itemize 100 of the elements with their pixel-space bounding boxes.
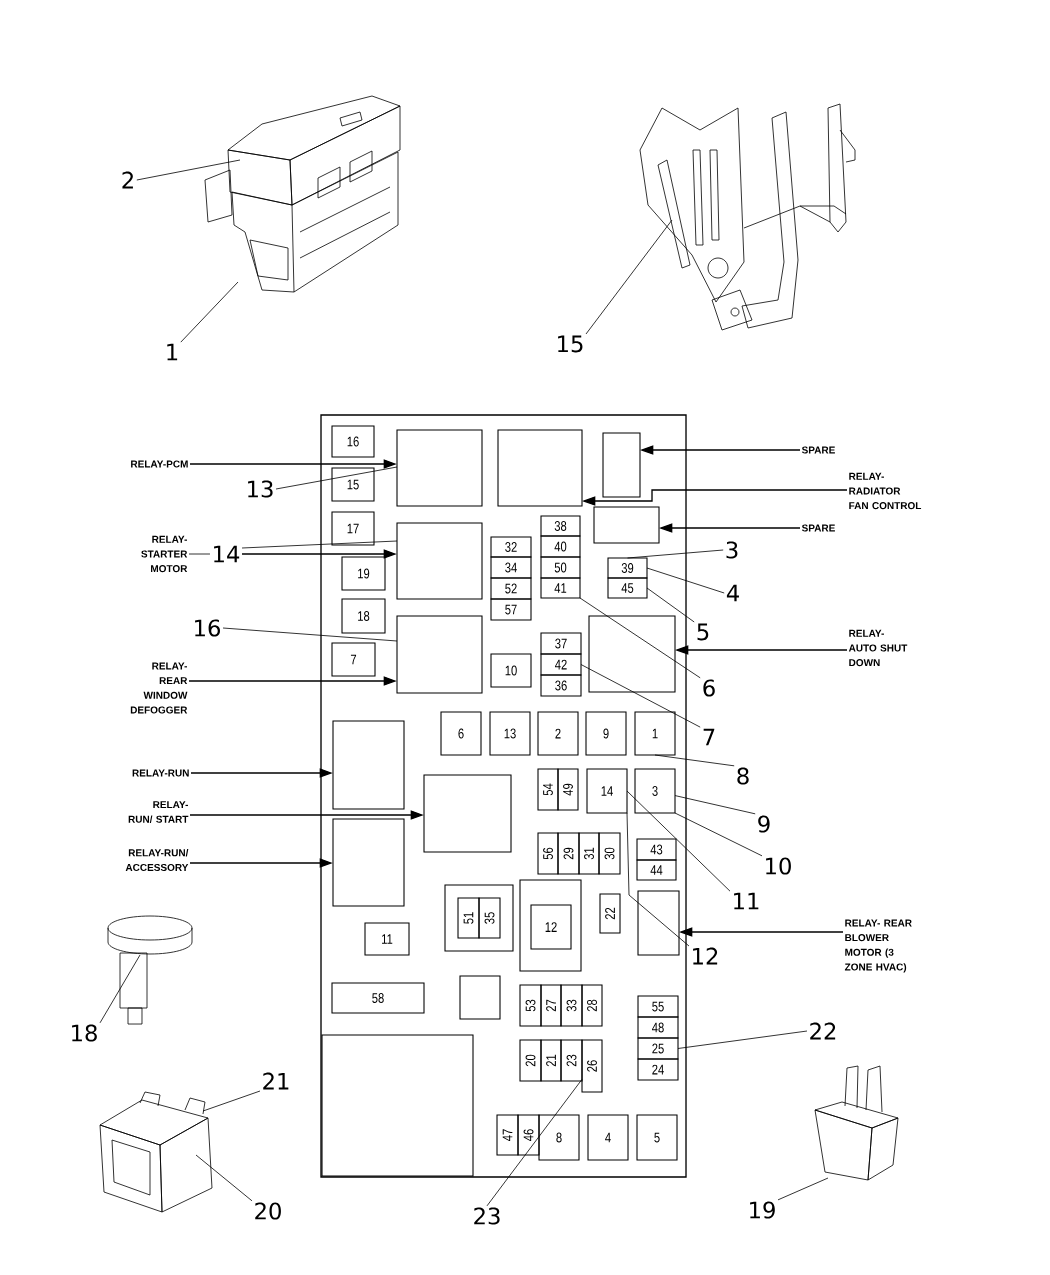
fuse-slot: 49 <box>557 768 579 811</box>
leader-line <box>626 790 731 892</box>
relay-label: SPARE <box>801 524 835 532</box>
callout-number: 19 <box>750 1201 775 1219</box>
relay-slot <box>637 890 680 956</box>
fuse-slot: 18 <box>341 598 386 634</box>
relay-label: RELAY-PCM <box>131 460 188 468</box>
fuse-slot: 22 <box>599 893 621 934</box>
fuse-slot: 35 <box>478 897 501 939</box>
leader-line <box>486 1078 583 1207</box>
bracket-drawing <box>639 103 856 331</box>
push-pin-drawing <box>107 915 193 1025</box>
fuse-slot: 50 <box>540 556 581 579</box>
callout-number: 6 <box>703 679 715 697</box>
fuse-slot: 7 <box>331 642 376 677</box>
leader-line <box>777 1177 829 1201</box>
leader-line <box>654 754 735 767</box>
fuse-slot: 38 <box>540 515 581 537</box>
fuse-slot: 56 <box>537 832 559 875</box>
callout-number: 12 <box>693 947 718 965</box>
fuse-slot: 31 <box>578 832 600 875</box>
fuse-slot: 40 <box>540 535 581 558</box>
fuse-slot: 46 <box>517 1114 540 1156</box>
callout-number: 3 <box>726 541 738 559</box>
relay-slot <box>459 975 501 1020</box>
callout-number: 9 <box>758 815 770 833</box>
fuse-slot: 24 <box>637 1058 679 1081</box>
fuse-slot: 37 <box>540 632 582 655</box>
fuse-slot: 27 <box>540 984 562 1027</box>
fuse-slot: 29 <box>557 832 580 875</box>
fuse-slot: 12 <box>530 904 572 950</box>
leader-line <box>580 664 701 728</box>
leader-line <box>627 549 724 559</box>
fuse-slot: 32 <box>490 536 532 558</box>
fuse-slot: 23 <box>560 1039 583 1082</box>
leader-line <box>241 540 398 549</box>
fuse-slot: 15 <box>331 467 375 502</box>
fuse-box-drawing <box>204 95 401 293</box>
fuse-slot: 43 <box>636 838 677 861</box>
leader-line <box>579 597 701 679</box>
leader-line <box>275 466 398 490</box>
relay-label: RELAY-RUN/ ACCESSORY <box>125 849 189 872</box>
fuse-slot: 17 <box>331 511 375 546</box>
relay-slot <box>332 818 405 907</box>
callout-number: 10 <box>766 857 791 875</box>
fuse-slot: 1 <box>634 711 676 756</box>
relay-slot <box>396 429 483 507</box>
fuse-slot: 57 <box>490 598 532 621</box>
fuse-slot: 54 <box>537 768 559 811</box>
callout-number: 11 <box>734 892 759 910</box>
relay-slot <box>497 429 583 507</box>
leader-line <box>195 1154 253 1202</box>
callout-number: 4 <box>726 584 739 602</box>
relay-slot <box>602 432 641 498</box>
fuse-slot: 6 <box>440 711 482 756</box>
leader-line <box>188 553 211 555</box>
leader-line <box>646 587 695 623</box>
fuse-slot: 10 <box>490 653 532 688</box>
callout-number: 16 <box>195 619 220 637</box>
callout-number: 8 <box>737 767 749 785</box>
fuse-slot: 8 <box>538 1114 580 1161</box>
leader-line <box>646 567 725 594</box>
fuse-panel <box>320 414 687 1178</box>
relay-slot <box>321 1034 474 1177</box>
fuse-slot: 41 <box>540 577 581 599</box>
fuse-slot: 55 <box>637 995 679 1018</box>
fuse-slot: 2 <box>537 711 579 756</box>
fuse-slot: 45 <box>607 577 648 599</box>
relay-slot <box>423 774 512 853</box>
fuse-slot: 28 <box>581 984 603 1027</box>
fuse-slot: 25 <box>637 1037 679 1060</box>
fuse-holder <box>519 879 582 972</box>
callout-number: 7 <box>703 728 715 746</box>
leader-line <box>677 1030 808 1049</box>
fuse-slot: 21 <box>540 1039 562 1082</box>
fuse-slot: 4 <box>587 1114 629 1161</box>
leader-line <box>136 159 241 181</box>
fuse-slot: 11 <box>364 922 410 956</box>
fuse-slot: 52 <box>490 577 532 600</box>
fuse-slot: 48 <box>637 1016 679 1039</box>
fuse-slot: 58 <box>331 982 425 1014</box>
fuse-slot: 14 <box>586 768 628 814</box>
fuse-drawing <box>814 1065 899 1181</box>
callout-number: 22 <box>810 1022 836 1040</box>
fuse-slot: 3 <box>634 768 676 814</box>
fuse-slot: 36 <box>540 674 582 697</box>
fuse-slot: 5 <box>636 1114 678 1161</box>
relay-slot <box>588 615 676 693</box>
callout-number: 23 <box>474 1207 500 1225</box>
callout-number: 14 <box>214 545 240 563</box>
fuse-slot: 39 <box>607 557 648 579</box>
relay-label: RELAY- REAR BLOWER MOTOR (3 ZONE HVAC) <box>844 919 912 973</box>
fuse-slot: 26 <box>581 1039 603 1093</box>
fuse-slot: 9 <box>585 711 627 756</box>
relay-label: RELAY- AUTO SHUT DOWN <box>848 629 908 667</box>
relay-slot <box>396 615 483 694</box>
callout-number: 18 <box>72 1024 97 1042</box>
callout-number: 21 <box>263 1072 289 1090</box>
leader-line <box>222 627 398 642</box>
leader-line <box>585 219 673 335</box>
